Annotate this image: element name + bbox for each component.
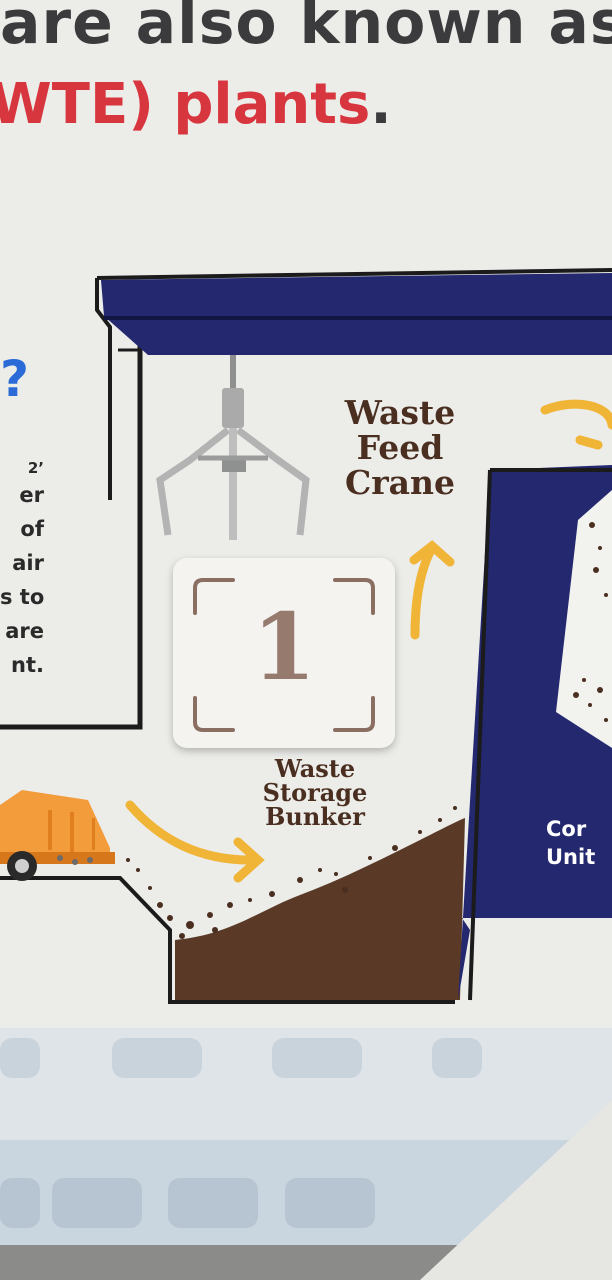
headline-period: . <box>370 72 392 137</box>
crane-label-line: Feed <box>356 428 444 467</box>
side-line: s to <box>0 585 45 609</box>
side-line: er <box>19 483 44 507</box>
side-line: 2’ <box>27 459 44 477</box>
corner-brackets-icon <box>193 578 375 732</box>
crane-label-line: Waste <box>344 393 456 432</box>
step-number: 1 <box>251 593 316 701</box>
headline-line-2: WTE) plants. <box>0 72 392 137</box>
side-line: are <box>5 619 44 643</box>
bunker-label-line: Waste <box>274 754 356 783</box>
side-line: of <box>20 517 44 541</box>
combustion-unit-label: Cor Unit <box>546 815 612 871</box>
bunker-label-line: Bunker <box>265 802 365 831</box>
waste-storage-bunker-label: Waste Storage Bunker <box>235 757 395 829</box>
question-mark: ? <box>0 350 30 408</box>
waste-feed-crane-label: Waste Feed Crane <box>325 395 475 500</box>
side-panel-text: 2’ er of air s to are nt. <box>0 458 44 682</box>
unit-label-line: Cor <box>546 817 587 841</box>
bunker-label-line: Storage <box>262 778 368 807</box>
step-number-card[interactable]: 1 <box>173 558 395 748</box>
crane-label-line: Crane <box>344 463 456 502</box>
side-line: air <box>12 551 44 575</box>
headline-line-1: are also known as <box>0 0 612 58</box>
side-line: nt. <box>11 653 44 677</box>
headline-highlight: WTE) plants <box>0 72 371 137</box>
unit-label-line: Unit <box>546 845 596 869</box>
